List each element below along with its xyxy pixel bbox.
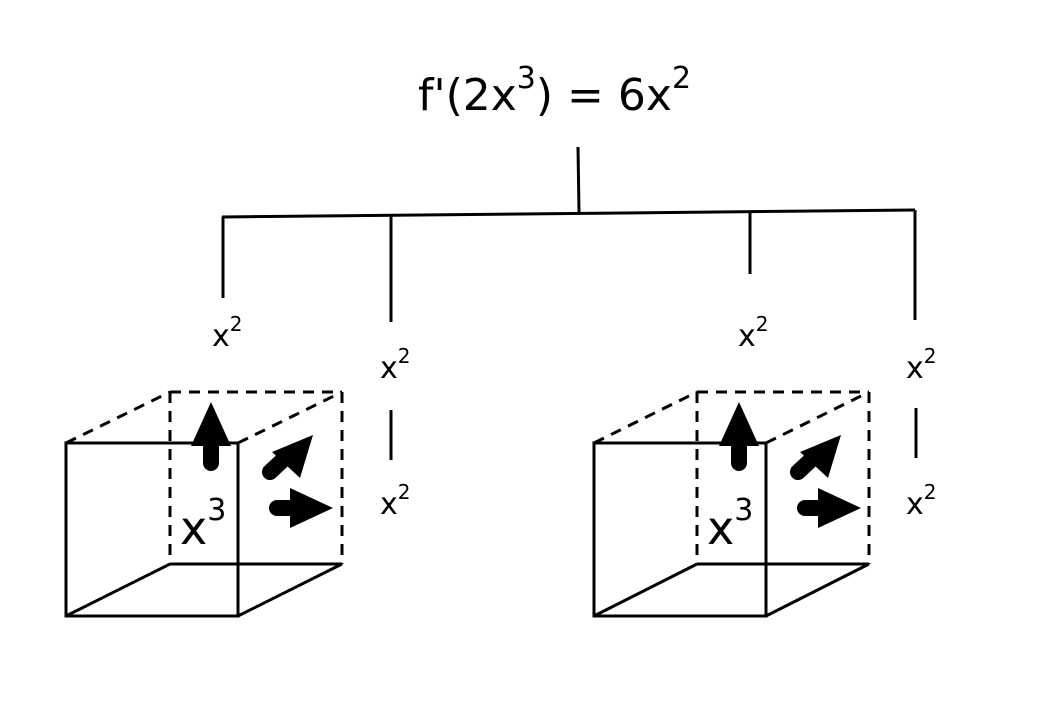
crossbar-line [221, 208, 916, 219]
label-x-squared-5: x2 [906, 344, 937, 386]
diagonal-arrow-icon [790, 435, 841, 480]
cube-hidden-edges [65, 390, 344, 564]
derivative-equation: f'(2x3) = 6x2 [418, 64, 691, 118]
equation-inner-exponent: 3 [516, 61, 536, 96]
cube-front-face [592, 441, 768, 618]
equation-prefix: f'(2x [418, 70, 517, 121]
label-x-squared-1: x2 [212, 312, 243, 354]
right-arrow-icon [797, 488, 861, 528]
label-x-squared-2: x2 [380, 344, 411, 386]
cube-label-left: x3 [180, 493, 227, 555]
up-arrow-icon [191, 402, 231, 471]
cube-label-right: x3 [707, 493, 754, 555]
cube-front-face [64, 441, 240, 618]
equation-middle: ) = 6x [535, 70, 672, 121]
cube-hidden-edges [593, 390, 871, 564]
trunk-line [576, 146, 581, 213]
up-arrow-icon [719, 402, 759, 471]
cube-right [592, 390, 871, 618]
growth-arrows-left [191, 402, 333, 528]
equation-result-exponent: 2 [671, 61, 692, 96]
label-x-squared-6: x2 [906, 480, 937, 522]
label-x-squared-3: x2 [380, 480, 411, 522]
label-x-squared-4: x2 [738, 312, 769, 354]
cube-left [64, 390, 344, 618]
right-arrow-icon [269, 488, 333, 528]
tree-connector [221, 146, 918, 460]
growth-arrows-right [719, 402, 861, 528]
diagonal-arrow-icon [262, 435, 313, 480]
